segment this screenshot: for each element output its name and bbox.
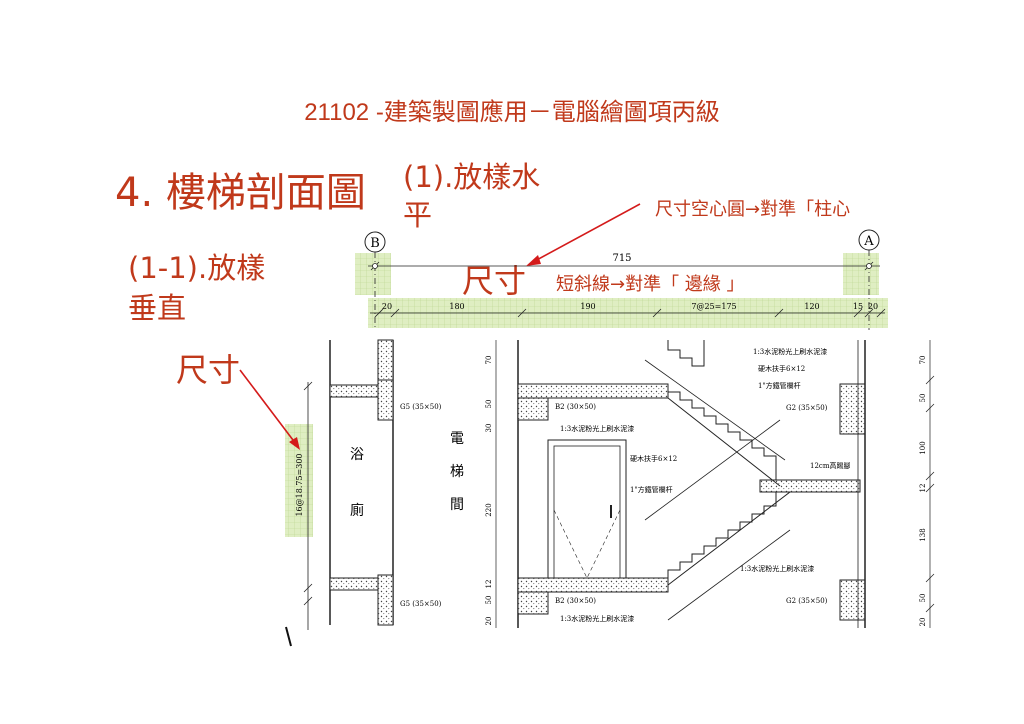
note-railing-height: 12cm高踢腳 — [810, 461, 850, 470]
subheading-horizontal: (1).放樣水平 — [403, 160, 541, 232]
dim-6: 20 — [868, 302, 878, 311]
left-dim-5: 50 — [485, 596, 493, 605]
note-g5-bottom: G5 (35×50) — [400, 600, 442, 608]
right-dim-5: 50 — [919, 594, 927, 603]
left-dim-0: 70 — [485, 356, 493, 365]
chain-dim-line — [370, 308, 886, 318]
note-handrail-1: 硬木扶手6×12 — [758, 364, 805, 373]
note-plaster-4: 1:3水泥粉光上刷水泥漆 — [560, 614, 634, 623]
note-g2-bottom: G2 (35×50) — [786, 597, 828, 605]
arrow-horizontal — [526, 203, 641, 266]
right-dim-2: 100 — [919, 441, 927, 454]
arrow-vertical — [239, 369, 300, 450]
note-rail-2: 1"方鐵管欄杆 — [630, 485, 673, 494]
left-dim-4: 12 — [485, 580, 493, 589]
room-elevator-1: 電 — [450, 431, 464, 447]
left-wall — [329, 339, 394, 626]
note-plaster-3: 1:3水泥粉光上刷水泥漆 — [740, 564, 814, 573]
note-plaster-1: 1:3水泥粉光上刷水泥漆 — [753, 347, 827, 356]
left-dim-2: 30 — [485, 424, 493, 433]
right-dim-6: 20 — [919, 618, 927, 627]
room-elevator-2: 梯 — [450, 464, 464, 480]
grid-a-label: A — [863, 234, 874, 249]
note-g2-top: G2 (35×50) — [786, 404, 828, 412]
note-g5-top: G5 (35×50) — [400, 403, 442, 411]
stair-structure — [517, 340, 866, 628]
left-dim-1: 50 — [485, 400, 493, 409]
dim-label-horizontal: 尺寸 — [462, 262, 527, 300]
left-dim-6: 20 — [485, 617, 493, 626]
left-dim-3: 220 — [485, 503, 493, 516]
note-plaster-2: 1:3水泥粉光上刷水泥漆 — [560, 424, 634, 433]
right-dim-line — [925, 340, 935, 628]
vertical-dim-text: 16@18.75=300 — [295, 453, 304, 516]
dim-5: 15 — [853, 302, 863, 311]
dim-1: 180 — [449, 302, 464, 311]
highlight-grid-b — [355, 253, 391, 295]
dim-label-vertical: 尺寸 — [176, 351, 241, 389]
note-rail-1: 1"方鐵管欄杆 — [758, 381, 801, 390]
total-dim-text: 715 — [612, 253, 631, 264]
right-dim-0: 70 — [919, 356, 927, 365]
room-bath-1: 浴 — [350, 447, 364, 463]
note-handrail-2: 硬木扶手6×12 — [630, 454, 677, 463]
note-b2-top: B2 (30×50) — [555, 403, 596, 411]
dim-4: 120 — [804, 302, 819, 311]
dim-2: 190 — [580, 302, 595, 311]
right-dim-4: 138 — [919, 528, 927, 541]
dim-3: 7@25=175 — [691, 302, 736, 311]
right-dim-3: 12 — [919, 484, 927, 493]
room-elevator-3: 間 — [450, 497, 464, 513]
slide-heading: 4. 樓梯剖面圖 — [115, 170, 366, 216]
grid-b-label: B — [370, 236, 380, 251]
right-dim-1: 50 — [919, 394, 927, 403]
room-bath-2: 廁 — [350, 502, 364, 519]
note-tick: 短斜線→對準「 邊緣 」 — [556, 274, 745, 295]
highlight-grid-a — [843, 253, 879, 295]
total-dim-line — [368, 261, 880, 271]
dim-0: 20 — [382, 302, 392, 311]
stray-mark — [285, 626, 292, 647]
subheading-vertical: (1-1).放樣垂直 — [128, 251, 266, 325]
header-title: 21102 -建築製圖應用－電腦繪圖項丙級 — [304, 99, 720, 126]
note-b2-bottom: B2 (30×50) — [555, 597, 596, 605]
note-circle: 尺寸空心圓→對準「柱心 — [655, 199, 851, 220]
vertical-dim-line — [303, 381, 313, 630]
